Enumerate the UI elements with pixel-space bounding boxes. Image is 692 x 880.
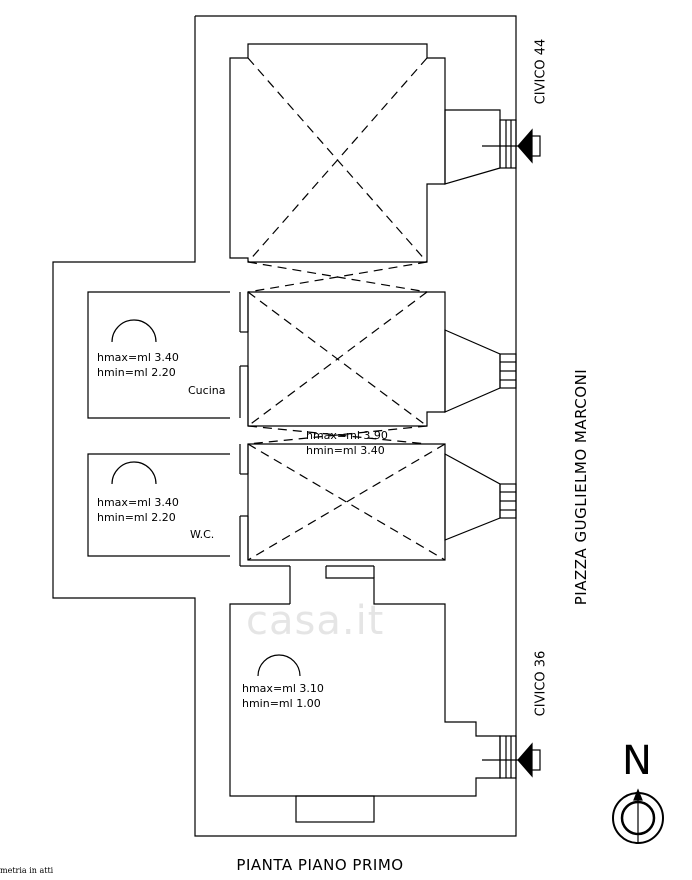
central-hmin: hmin=ml 3.40 [306, 444, 385, 457]
bottom-niche [295, 795, 375, 823]
window-splay [444, 452, 501, 541]
middle-room-outline [247, 291, 446, 427]
wc-hmax: hmax=ml 3.40 [97, 496, 179, 509]
north-label: N [622, 738, 652, 784]
top-room-diagonal [247, 57, 428, 263]
cucina-vault-symbol [111, 319, 157, 343]
window-splay [444, 329, 501, 413]
middle-room-diagonal [247, 291, 428, 427]
outer-wall [52, 15, 517, 837]
lower-room-diagonal [247, 443, 446, 561]
wc-label: W.C. [190, 528, 215, 541]
footnote: metria in atti [0, 866, 54, 875]
wc-vault-symbol [111, 461, 157, 485]
lower-room-diagonal [247, 443, 446, 561]
civico-top-label: CIVICO 44 [533, 38, 549, 105]
entrance-arrow [517, 128, 533, 164]
bottom-vault-symbol [257, 654, 301, 677]
compass-arrow [633, 788, 643, 801]
cucina-outline [87, 291, 230, 419]
civico-bottom-label: CIVICO 36 [533, 650, 549, 717]
wc-hmin: hmin=ml 2.20 [97, 511, 176, 524]
street-name-label: PIAZZA GUGLIELMO MARCONI [572, 368, 590, 606]
central-hmax: hmax=ml 3.90 [306, 429, 388, 442]
top-room-outline [229, 43, 446, 263]
bottom-hmin: hmin=ml 1.00 [242, 697, 321, 710]
watermark: casa.it [246, 598, 385, 644]
window-frame [499, 735, 517, 779]
plan-title: PIANTA PIANO PRIMO [236, 856, 404, 874]
cucina-hmin: hmin=ml 2.20 [97, 366, 176, 379]
bottom-hmax: hmax=ml 3.10 [242, 682, 324, 695]
wc-outline [87, 453, 230, 557]
cucina-label: Cucina [188, 384, 226, 397]
connection-diagonal [247, 261, 428, 293]
window-frame [499, 119, 517, 169]
window-splay [444, 109, 501, 185]
cucina-hmax: hmax=ml 3.40 [97, 351, 179, 364]
entrance-arrow [517, 742, 533, 778]
